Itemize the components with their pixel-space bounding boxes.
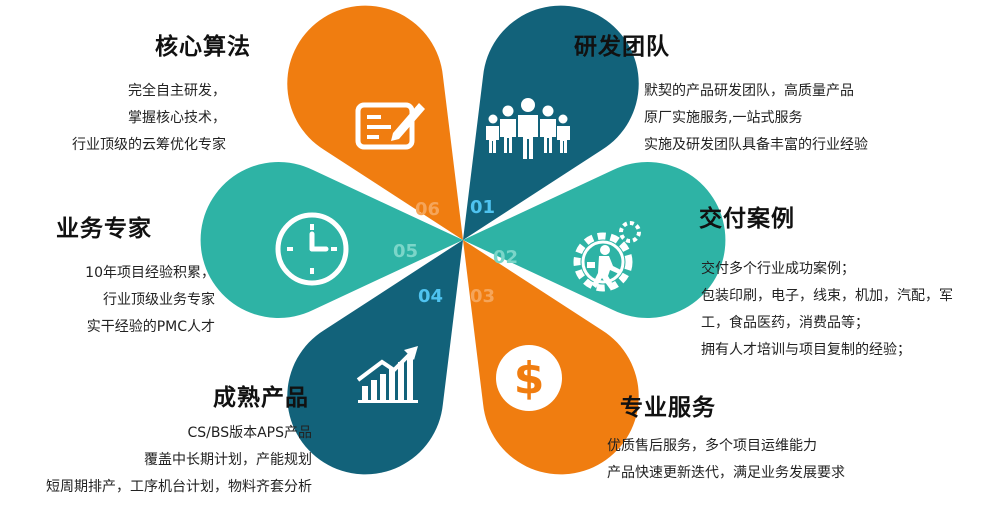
cases-line: 包装印刷，电子，线束，机加，汽配，军: [701, 288, 953, 304]
cases-description: 交付多个行业成功案例； 包装印刷，电子，线束，机加，汽配，军 工，食品医药，消费…: [701, 256, 953, 364]
expert-line: 10年项目经验积累，: [85, 265, 215, 281]
petal-number-01: 01: [470, 197, 495, 218]
document-pen-icon: [355, 102, 425, 150]
cases-title: 交付案例: [699, 206, 795, 232]
expert-description: 10年项目经验积累， 行业顶级业务专家 实干经验的PMC人才: [85, 260, 215, 341]
petal-number-06: 06: [415, 199, 440, 220]
team-icon: [486, 98, 570, 159]
product-line: 覆盖中长期计划，产能规划: [144, 452, 312, 468]
algorithm-title: 核心算法: [155, 34, 251, 60]
product-description: CS/BS版本APS产品 覆盖中长期计划，产能规划 短周期排产，工序机台计划，物…: [46, 420, 312, 501]
team-line: 原厂实施服务,一站式服务: [644, 110, 803, 126]
gear-worker-icon: [573, 221, 641, 292]
petal-number-03: 03: [470, 286, 495, 307]
service-line: 优质售后服务，多个项目运维能力: [607, 438, 817, 454]
product-line: 短周期排产，工序机台计划，物料齐套分析: [46, 479, 312, 495]
svg-text:$: $: [514, 353, 545, 404]
team-line: 默契的产品研发团队，高质量产品: [644, 83, 854, 99]
team-description: 默契的产品研发团队，高质量产品 原厂实施服务,一站式服务 实施及研发团队具备丰富…: [644, 78, 868, 159]
algorithm-line: 掌握核心技术，: [128, 110, 226, 126]
product-title: 成熟产品: [213, 385, 309, 411]
team-title: 研发团队: [574, 34, 670, 60]
petal-number-05: 05: [393, 241, 418, 262]
expert-line: 实干经验的PMC人才: [86, 319, 215, 335]
product-line: CS/BS版本APS产品: [187, 425, 312, 441]
cases-line: 交付多个行业成功案例；: [701, 261, 855, 277]
expert-title: 业务专家: [56, 216, 152, 242]
algorithm-description: 完全自主研发， 掌握核心技术， 行业顶级的云筹优化专家: [72, 78, 226, 159]
expert-line: 行业顶级业务专家: [103, 292, 215, 308]
service-title: 专业服务: [620, 395, 716, 421]
algorithm-line: 行业顶级的云筹优化专家: [72, 137, 226, 153]
cases-line: 拥有人才培训与项目复制的经验；: [701, 342, 911, 358]
growth-chart-icon: [356, 346, 418, 403]
petal-number-04: 04: [418, 286, 443, 307]
service-description: 优质售后服务，多个项目运维能力 产品快速更新迭代，满足业务发展要求: [607, 433, 845, 487]
clock-icon: [275, 212, 349, 286]
service-line: 产品快速更新迭代，满足业务发展要求: [607, 465, 845, 481]
petal-number-02: 02: [493, 247, 518, 268]
team-line: 实施及研发团队具备丰富的行业经验: [644, 137, 868, 153]
dollar-icon: $: [496, 345, 562, 411]
cases-line: 工，食品医药，消费品等；: [701, 315, 869, 331]
algorithm-line: 完全自主研发，: [128, 83, 226, 99]
